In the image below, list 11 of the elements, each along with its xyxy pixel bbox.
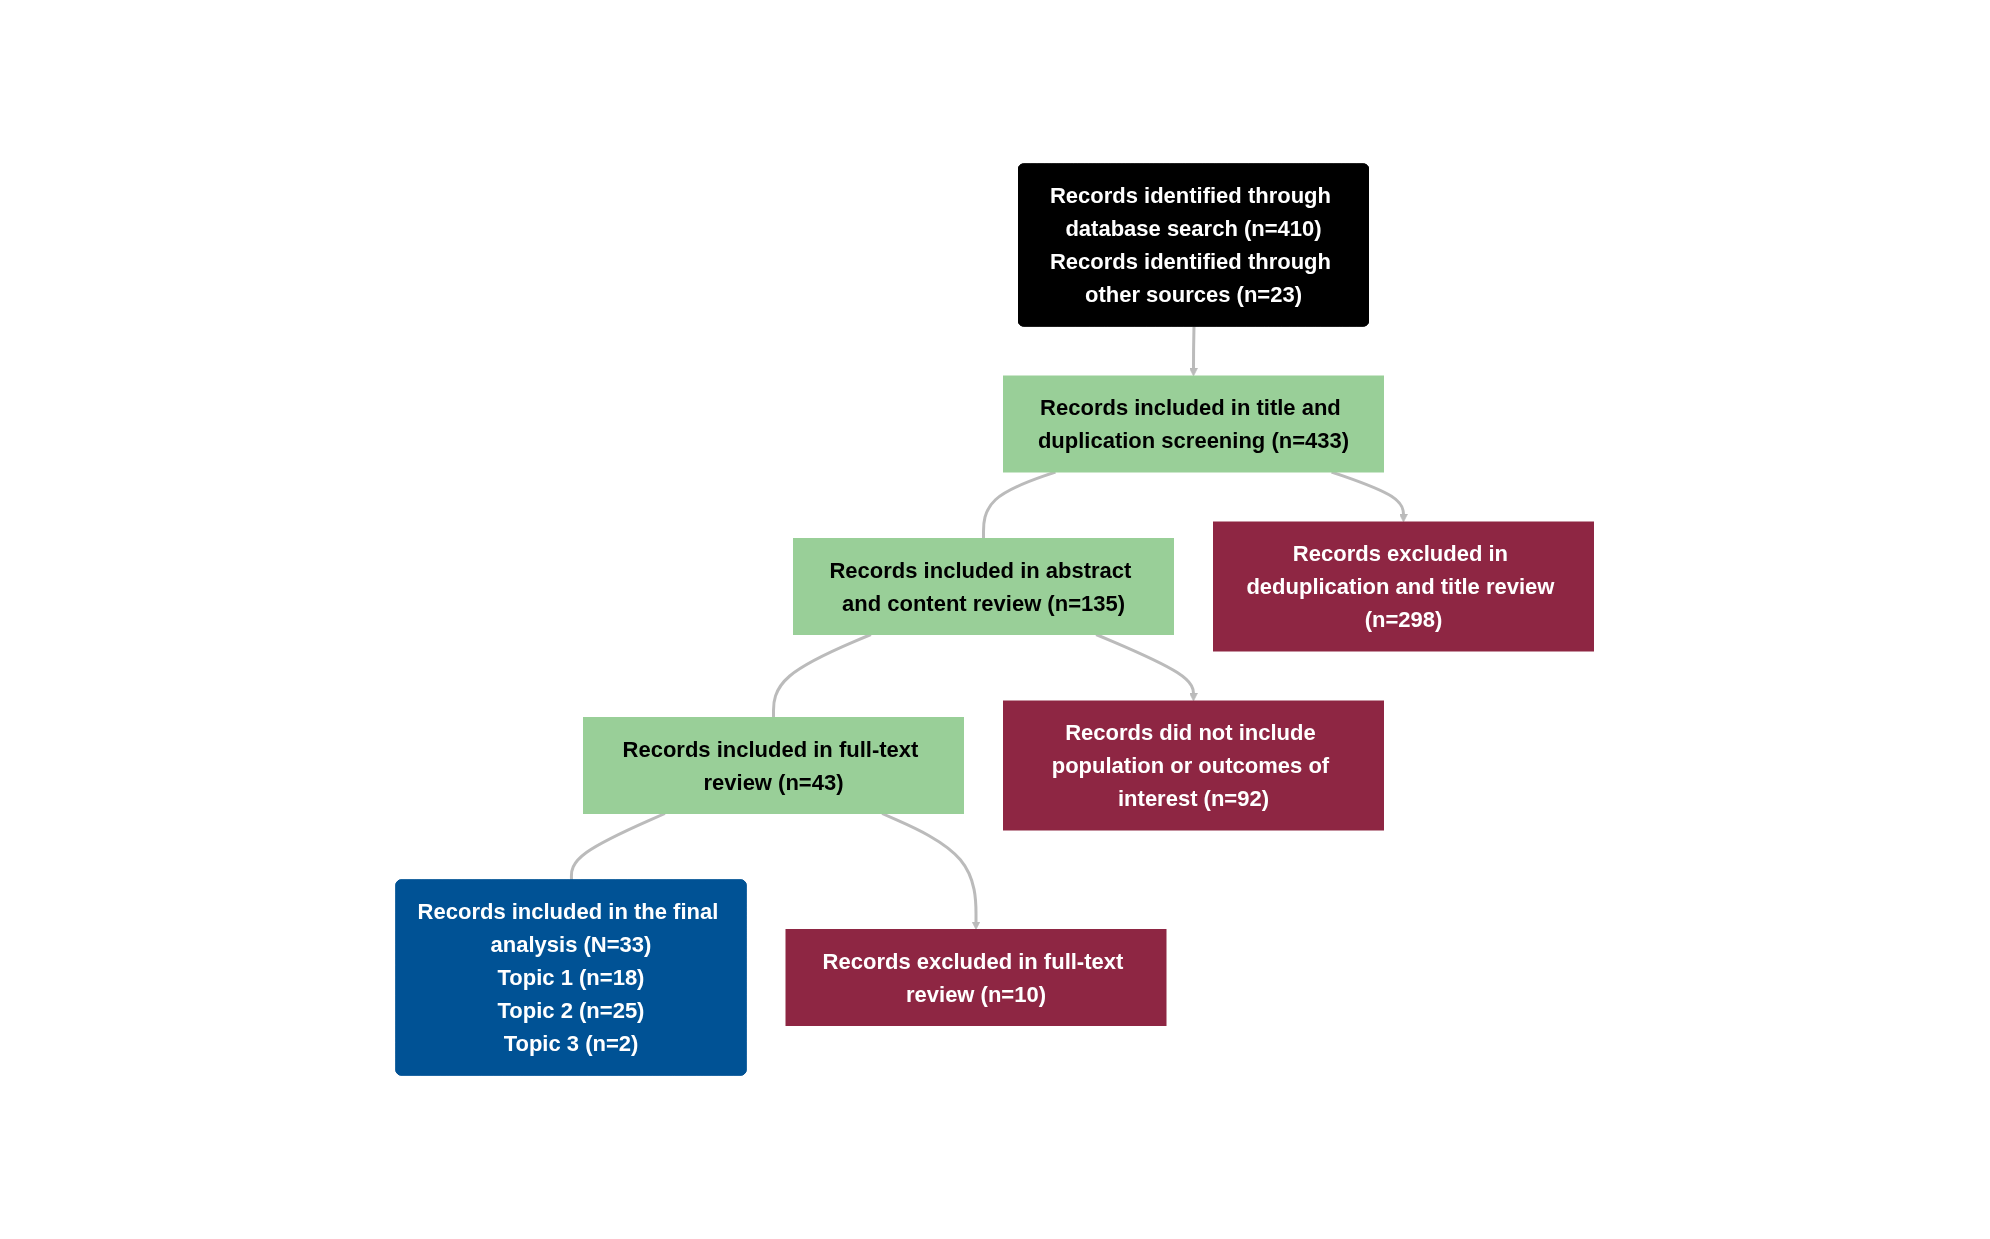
node-box: Records included in title and duplication screening (n=433) xyxy=(1003,375,1385,473)
node-box: Records included in full-text review (n=43) xyxy=(583,717,965,814)
node-box: Records included in abstract and content review (n=135) xyxy=(793,538,1175,635)
arrow xyxy=(881,812,981,930)
node-box: Records excluded in full-text review (n=10) xyxy=(785,929,1167,1026)
arrow xyxy=(1189,326,1199,377)
connector xyxy=(772,633,872,718)
node-box: Records did not include population or outcomes of interest (n=92) xyxy=(1003,700,1385,831)
connector xyxy=(570,812,666,881)
node-box: Records excluded in deduplication and title review (n=298) xyxy=(1213,521,1595,652)
arrow xyxy=(1095,633,1199,702)
